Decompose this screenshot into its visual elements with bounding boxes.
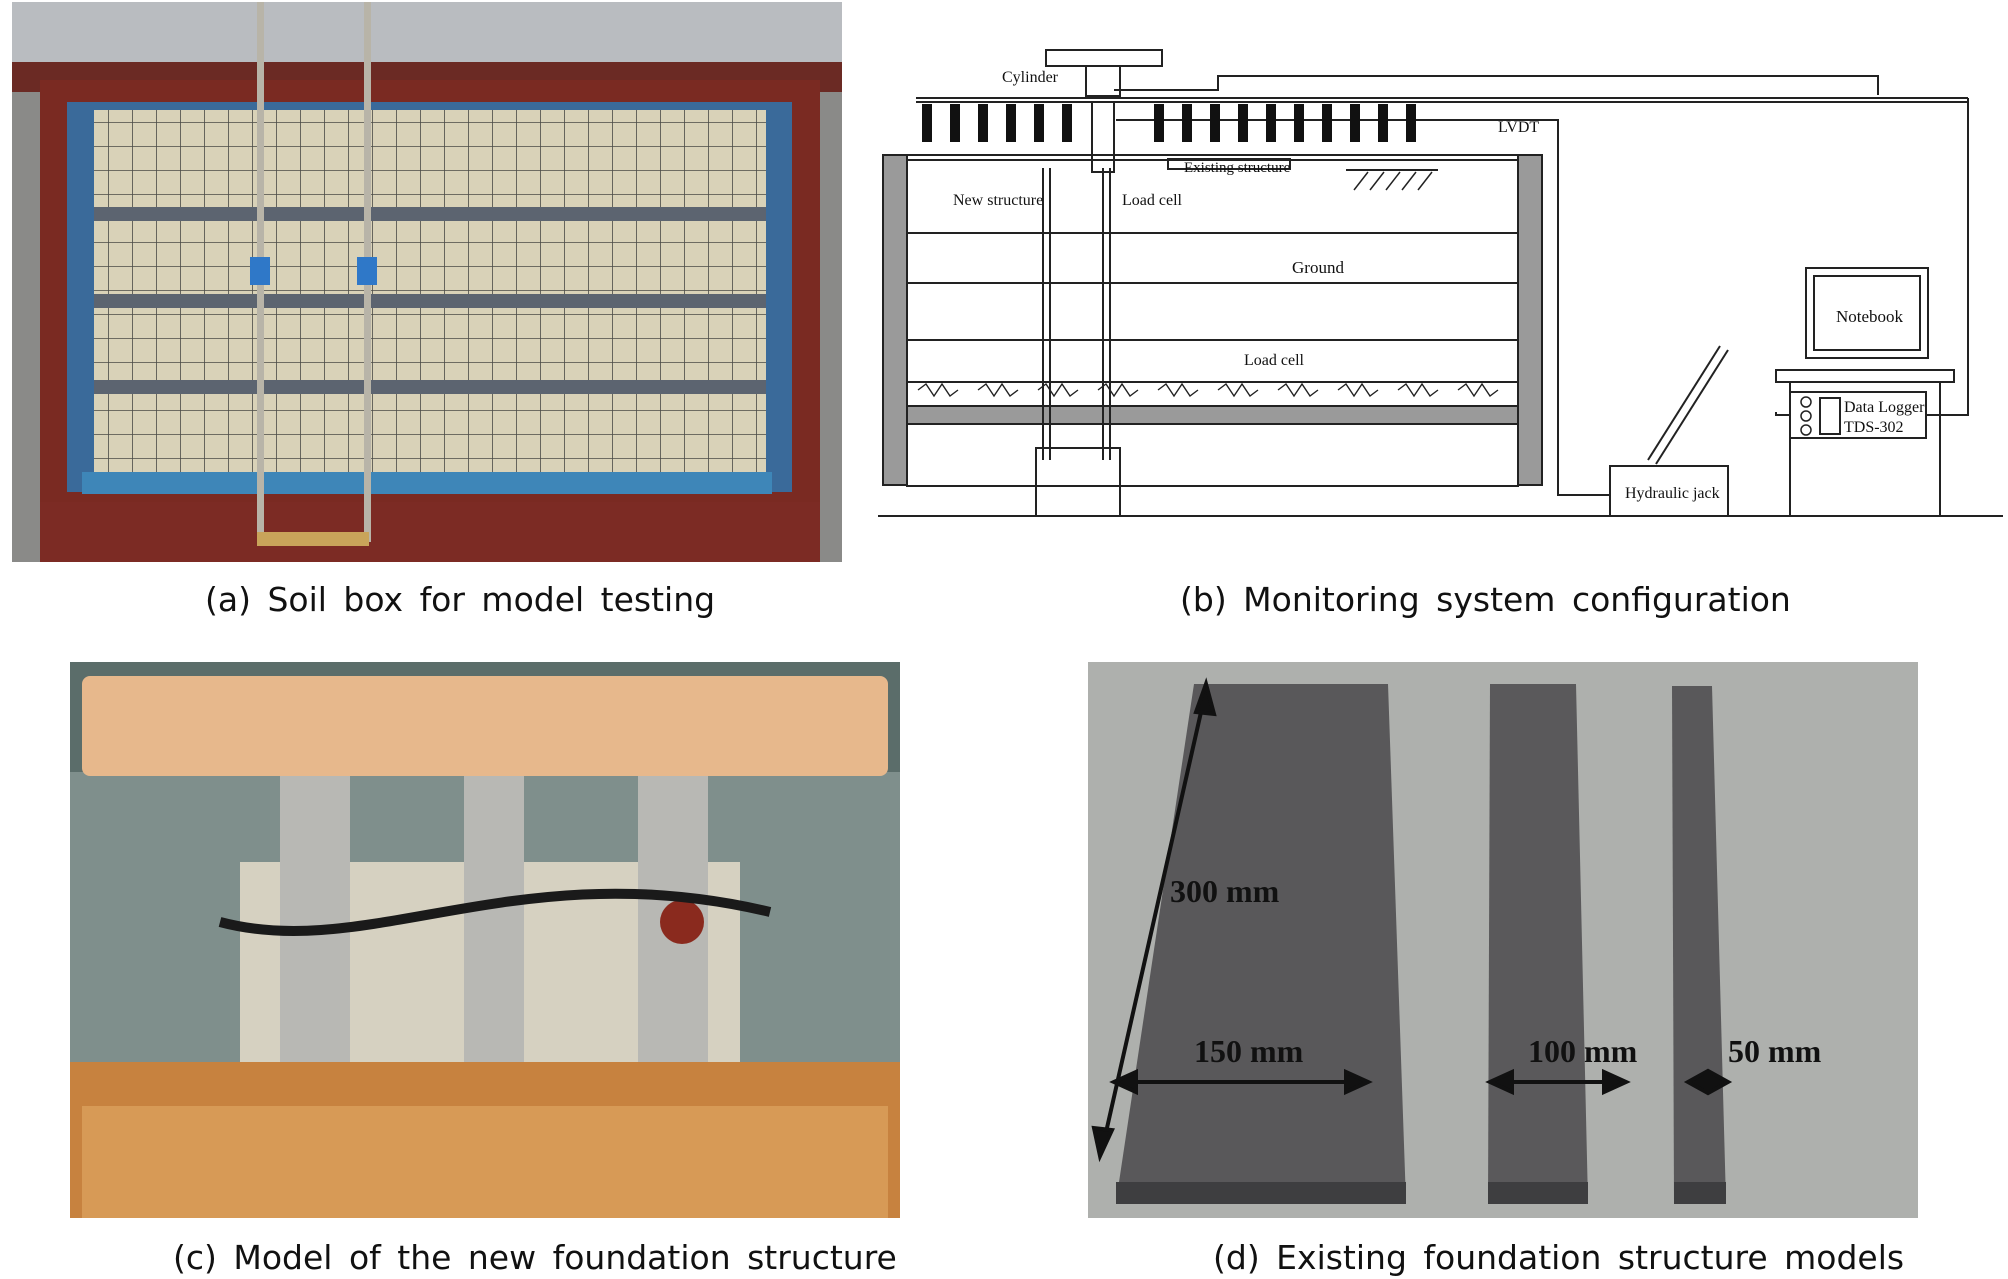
monitoring-schematic: Cylinder LVDT Existing structure New str… (878, 49, 2003, 517)
caption-a: (a) Soil box for model testing (205, 580, 716, 619)
label-hydraulic-jack: Hydraulic jack (1625, 485, 1720, 502)
ground-hatch (1353, 171, 1433, 191)
label-data-logger: Data Logger (1844, 399, 1925, 416)
existing-foundation-photo: 300 mm 150 mm 100 mm 50 mm (1088, 662, 1918, 1218)
label-load-cell-top: Load cell (1122, 192, 1183, 209)
monitoring-diagram: Cylinder LVDT Existing structure New str… (878, 40, 2003, 520)
dim-150: 150 mm (1194, 1033, 1304, 1069)
label-cylinder: Cylinder (1002, 69, 1059, 86)
dim-50: 50 mm (1728, 1033, 1822, 1069)
label-data-logger-model: TDS-302 (1844, 419, 1904, 436)
new-foundation-illustration (70, 662, 900, 1218)
soil-box-photo (12, 2, 842, 562)
label-ground: Ground (1292, 258, 1344, 277)
lvdt-array (922, 104, 1416, 142)
label-notebook: Notebook (1836, 307, 1904, 326)
caption-c: (c) Model of the new foundation structur… (173, 1238, 897, 1277)
caption-d: (d) Existing foundation structure models (1213, 1238, 1905, 1277)
data-logger-knobs (1800, 396, 1812, 436)
dim-100: 100 mm (1528, 1033, 1638, 1069)
dimension-arrows (1091, 677, 1733, 1163)
caption-b: (b) Monitoring system configuration (1180, 580, 1791, 619)
existing-foundation-illustration: 300 mm 150 mm 100 mm 50 mm (1088, 662, 1918, 1218)
dim-length: 300 mm (1170, 873, 1280, 909)
spring-row (917, 382, 1499, 398)
label-new-structure: New structure (953, 192, 1043, 209)
label-load-cell-bottom: Load cell (1244, 352, 1305, 369)
new-foundation-photo (70, 662, 900, 1218)
soil-box-illustration (12, 2, 842, 562)
label-lvdt: LVDT (1498, 119, 1539, 136)
label-existing-structure: Existing structure (1184, 160, 1291, 176)
